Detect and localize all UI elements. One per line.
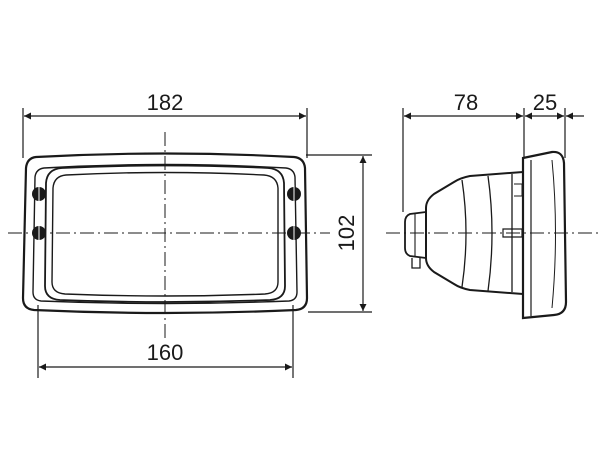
dimension-inner-width xyxy=(37,305,294,378)
front-view xyxy=(8,108,372,378)
side-connector xyxy=(404,211,427,259)
dimension-height xyxy=(306,154,372,313)
mounting-screw-top-left xyxy=(32,185,46,203)
mounting-screw-top-right xyxy=(287,185,301,203)
side-view xyxy=(386,108,600,320)
side-front-flange xyxy=(521,150,568,320)
outer-housing xyxy=(21,152,309,315)
dimension-flange-depth xyxy=(525,108,584,158)
label-front-width: 182 xyxy=(147,90,184,115)
mounting-screw-bottom-right xyxy=(287,224,301,242)
lens-outer xyxy=(44,164,286,303)
label-height: 102 xyxy=(334,215,359,252)
label-flange-depth: 25 xyxy=(533,90,557,115)
inner-flange xyxy=(32,163,298,305)
label-inner-width: 160 xyxy=(147,340,184,365)
label-side-depth: 78 xyxy=(454,90,478,115)
dimension-side-depth xyxy=(402,108,525,212)
mounting-screw-bottom-left xyxy=(32,224,46,242)
dimension-front-width xyxy=(22,108,308,158)
side-housing-body xyxy=(425,171,524,295)
lens-inner xyxy=(51,171,279,297)
